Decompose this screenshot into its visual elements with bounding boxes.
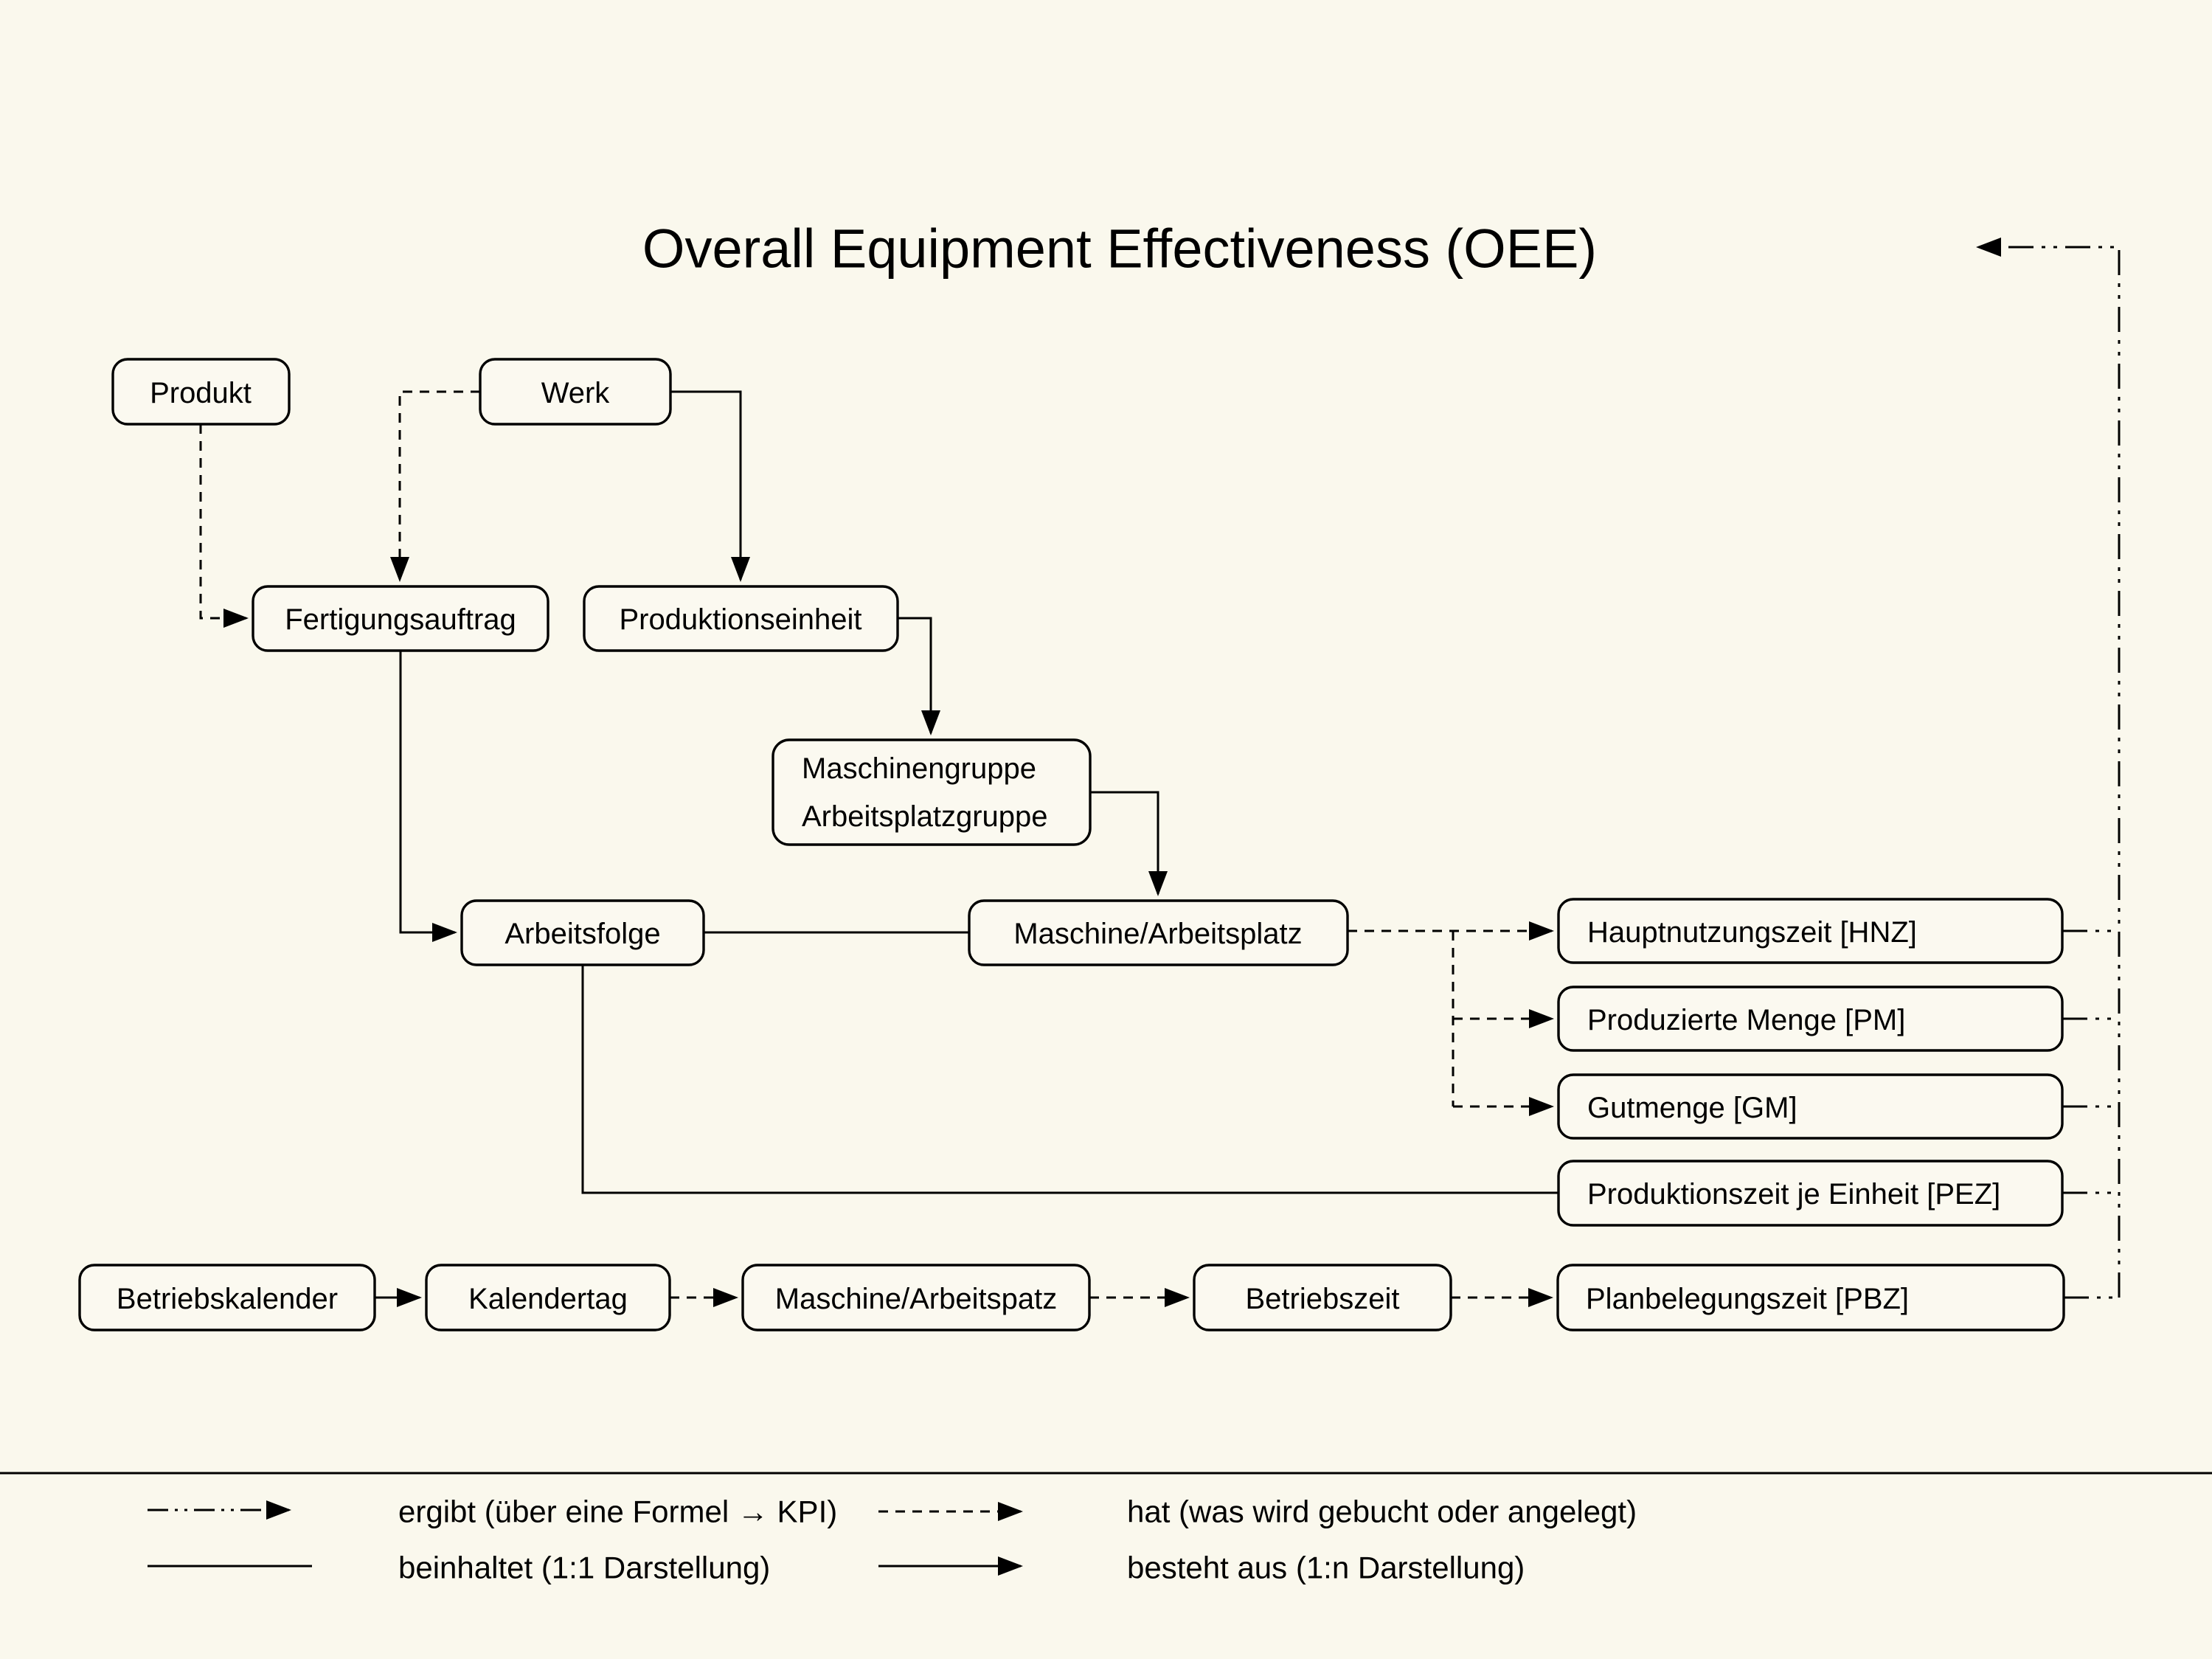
edge-fertigungsauftrag-to-arbeitsfolge bbox=[399, 651, 457, 942]
node-gutmenge: Gutmenge [GM] bbox=[1557, 1073, 2064, 1140]
node-maschinengruppe-label-line2: Arbeitsplatzgruppe bbox=[802, 800, 1048, 833]
node-produktionszeit-je-einheit-label: Produktionszeit je Einheit [PEZ] bbox=[1587, 1178, 2000, 1211]
edge-werk-to-produktionseinheit bbox=[670, 390, 750, 582]
node-produktionseinheit: Produktionseinheit bbox=[583, 585, 899, 652]
node-hauptnutzungszeit: Hauptnutzungszeit [HNZ] bbox=[1557, 898, 2064, 964]
node-gutmenge-label: Gutmenge [GM] bbox=[1587, 1092, 1797, 1124]
node-gutmenge-box bbox=[1557, 1073, 2064, 1140]
node-arbeitsfolge: Arbeitsfolge bbox=[460, 899, 705, 966]
kpi-rail-to-title bbox=[1976, 238, 2121, 1298]
legend-ergibt-label: ergibt (über eine Formel → KPI) bbox=[398, 1495, 837, 1529]
legend-hat-label: hat (was wird gebucht oder angelegt) bbox=[1127, 1495, 1637, 1529]
node-hauptnutzungszeit-label: Hauptnutzungszeit [HNZ] bbox=[1587, 916, 1917, 949]
edge-arbeitsfolge-to-produktionszeit-je-einheit bbox=[581, 965, 1559, 1194]
node-arbeitsfolge-box bbox=[460, 899, 705, 966]
legend-beinhaltet-label: beinhaltet (1:1 Darstellung) bbox=[398, 1551, 770, 1585]
node-maschinengruppe-box bbox=[772, 738, 1092, 846]
edge-werk-to-fertigungsauftrag bbox=[390, 390, 480, 582]
node-maschine-arbeitsplatz: Maschine/Arbeitsplatz bbox=[968, 899, 1349, 966]
node-kalendertag-label: Kalendertag bbox=[468, 1283, 628, 1315]
node-betriebszeit: Betriebszeit bbox=[1193, 1264, 1452, 1331]
node-betriebskalender-label: Betriebskalender bbox=[117, 1283, 338, 1315]
edge-produkt-to-fertigungsauftrag bbox=[199, 424, 249, 628]
node-produkt-box bbox=[111, 358, 291, 426]
node-maschinengruppe-arbeitsplatzgruppe: Maschinengruppe Arbeitsplatzgruppe bbox=[772, 738, 1092, 846]
node-arbeitsfolge-label: Arbeitsfolge bbox=[505, 918, 660, 950]
node-produktionseinheit-label: Produktionseinheit bbox=[619, 603, 861, 636]
node-betriebszeit-box bbox=[1193, 1264, 1452, 1331]
node-betriebszeit-label: Betriebszeit bbox=[1246, 1283, 1400, 1315]
node-produktionszeit-je-einheit-box bbox=[1557, 1160, 2064, 1227]
node-betriebskalender: Betriebskalender bbox=[78, 1264, 376, 1331]
legend-besteht-aus-label: besteht aus (1:n Darstellung) bbox=[1127, 1551, 1525, 1585]
node-fertigungsauftrag: Fertigungsauftrag bbox=[252, 585, 549, 652]
edge-produktionseinheit-to-maschinengruppe bbox=[898, 617, 940, 735]
node-produzierte-menge-box bbox=[1557, 986, 2064, 1052]
node-kalendertag-box bbox=[425, 1264, 671, 1331]
node-kalendertag: Kalendertag bbox=[425, 1264, 671, 1331]
node-planbelegungszeit-box bbox=[1556, 1264, 2065, 1331]
node-werk-box bbox=[479, 358, 672, 426]
page-title: Overall Equipment Effectiveness (OEE) bbox=[642, 218, 1597, 280]
node-produkt: Produkt bbox=[111, 358, 291, 426]
node-planbelegungszeit-label: Planbelegungszeit [PBZ] bbox=[1586, 1283, 1909, 1315]
edge-maschinengruppe-to-maschine-arbeitsplatz bbox=[1090, 791, 1168, 896]
node-fertigungsauftrag-box bbox=[252, 585, 549, 652]
node-maschine-arbeitspatz-label: Maschine/Arbeitspatz bbox=[775, 1283, 1057, 1315]
node-produktionszeit-je-einheit: Produktionszeit je Einheit [PEZ] bbox=[1557, 1160, 2064, 1227]
node-maschine-arbeitspatz: Maschine/Arbeitspatz bbox=[741, 1264, 1091, 1331]
legend: ergibt (über eine Formel → KPI) beinhalt… bbox=[0, 1472, 2212, 1585]
node-produktionseinheit-box bbox=[583, 585, 899, 652]
node-produkt-label: Produkt bbox=[150, 377, 252, 409]
node-werk: Werk bbox=[479, 358, 672, 426]
node-betriebskalender-box bbox=[78, 1264, 376, 1331]
node-maschinengruppe-label-line1: Maschinengruppe bbox=[802, 752, 1036, 785]
node-maschine-arbeitsplatz-box bbox=[968, 899, 1349, 966]
node-maschine-arbeitsplatz-label: Maschine/Arbeitsplatz bbox=[1013, 918, 1302, 950]
node-produzierte-menge: Produzierte Menge [PM] bbox=[1557, 986, 2064, 1052]
node-fertigungsauftrag-label: Fertigungsauftrag bbox=[285, 603, 516, 636]
node-produzierte-menge-label: Produzierte Menge [PM] bbox=[1587, 1004, 1905, 1036]
node-hauptnutzungszeit-box bbox=[1557, 898, 2064, 964]
node-werk-label: Werk bbox=[541, 377, 611, 409]
node-maschine-arbeitspatz-box bbox=[741, 1264, 1091, 1331]
node-planbelegungszeit: Planbelegungszeit [PBZ] bbox=[1556, 1264, 2065, 1331]
